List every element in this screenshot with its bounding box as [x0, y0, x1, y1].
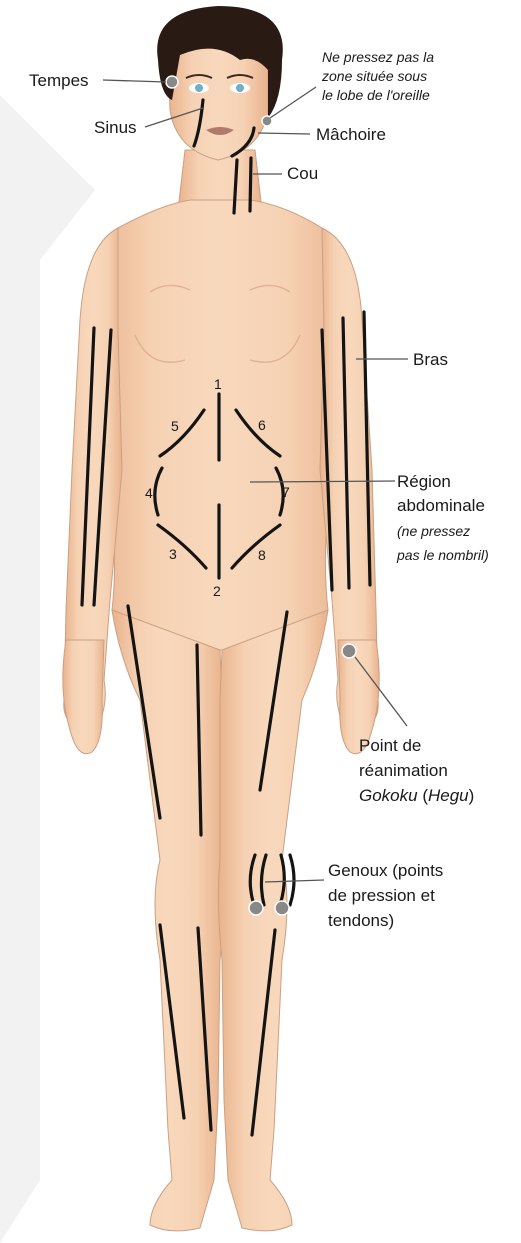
label-ear-note-2: zone située sous	[321, 68, 427, 84]
label-sinus: Sinus	[94, 118, 137, 137]
abdomen-number-2: 2	[213, 583, 221, 599]
label-point-3: Gokoku (Hegu)	[359, 786, 474, 805]
neck-line-right	[250, 158, 251, 211]
temple-point	[166, 76, 178, 88]
label-region-note-2: pas le nombril)	[396, 547, 489, 563]
knee-line-4	[290, 855, 294, 905]
label-ear-note-1: Ne pressez pas la	[322, 49, 434, 65]
machoire-guide	[258, 133, 310, 134]
abdomen-number-4: 4	[145, 485, 153, 501]
label-point-2: réanimation	[359, 761, 448, 780]
abdomen-number-1: 1	[214, 376, 222, 392]
label-bras: Bras	[413, 350, 448, 369]
tempes-guide	[103, 80, 166, 82]
knee-point-left	[249, 901, 263, 915]
abdomen-number-8: 8	[258, 547, 266, 563]
label-point-1: Point de	[359, 736, 421, 755]
label-genoux-2: de pression et	[328, 886, 435, 905]
body-silhouette	[63, 150, 379, 1231]
label-genoux-3: tendons)	[328, 911, 394, 930]
abdomen-number-3: 3	[169, 546, 177, 562]
abdomen-number-5: 5	[171, 418, 179, 434]
label-genoux-1: Genoux (points	[328, 861, 443, 880]
label-tempes: Tempes	[29, 71, 89, 90]
label-ear-note-3: le lobe de l'oreille	[322, 87, 430, 103]
label-region-2: abdominale	[397, 496, 485, 515]
label-cou: Cou	[287, 164, 318, 183]
label-machoire: Mâchoire	[316, 125, 386, 144]
label-region-note-1: (ne pressez	[397, 523, 470, 539]
abdomen-number-6: 6	[258, 417, 266, 433]
abdomen-number-7: 7	[282, 484, 290, 500]
hand-point	[342, 644, 356, 658]
knee-point-right	[275, 901, 289, 915]
label-region-1: Région	[397, 472, 451, 491]
